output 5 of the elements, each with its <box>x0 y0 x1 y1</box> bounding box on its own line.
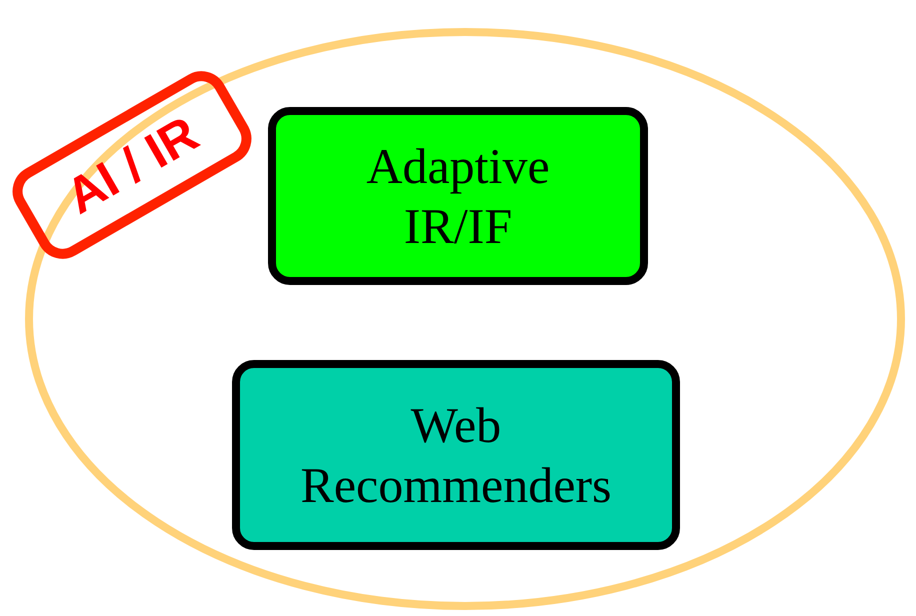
process-box <box>268 107 648 285</box>
process-box <box>232 360 680 550</box>
node-label: Web Recommenders <box>299 396 612 515</box>
node-label: Adaptive IR/IF <box>365 137 551 256</box>
node-label: AI / IR <box>56 104 208 226</box>
